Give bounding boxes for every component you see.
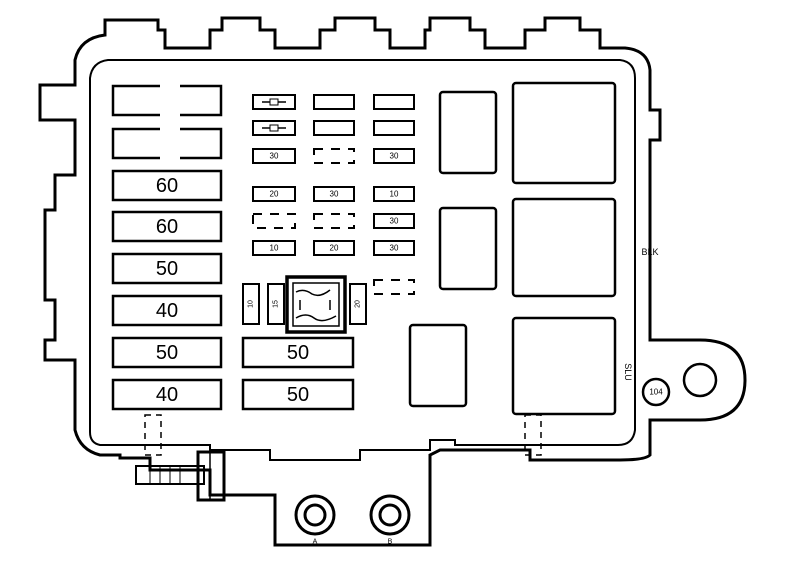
relay-small [438, 206, 498, 291]
large-fuse [111, 336, 223, 369]
large-fuse [111, 294, 223, 327]
circle-callout-number: 104 [649, 388, 663, 397]
bottom-terminals: A B [294, 494, 411, 546]
mini-fuse [373, 186, 415, 202]
terminal-b-label: B [388, 539, 393, 546]
circle-callout [641, 377, 671, 407]
central-relay-inner [292, 282, 340, 327]
mini-fuse-rating: 30 [270, 152, 279, 161]
mini-fuse-rating: 30 [390, 217, 399, 226]
mini-fuse-rating: 10 [270, 244, 279, 253]
stud-bolt [135, 450, 226, 502]
large-fuse-rating: 40 [156, 300, 178, 322]
mini-fuse [252, 240, 296, 256]
large-fuse-rating: 60 [156, 175, 178, 197]
mini-fuse [313, 120, 355, 136]
mini-fuse [313, 240, 355, 256]
mini-fuse [252, 148, 296, 164]
vertical-fuse-rating: 20 [355, 300, 362, 308]
large-fuse [111, 210, 223, 243]
mini-fuse-rating: 20 [330, 244, 339, 253]
mini-fuses: 30 30 20 30 10 30 10 20 30 [252, 94, 415, 295]
relay-small [438, 90, 498, 175]
connector-marks [144, 414, 542, 456]
stud-bolt-nut [196, 450, 226, 502]
fuse-box-housing-outer [38, 16, 747, 547]
mini-fuse [252, 186, 296, 202]
large-fuse [241, 378, 355, 411]
mini-fuse-empty [313, 213, 355, 229]
large-fuse [111, 127, 223, 160]
central-relay-contacts [295, 289, 337, 322]
large-fuse-rating: 50 [156, 342, 178, 364]
relays [408, 81, 617, 416]
large-fuse [111, 252, 223, 285]
vertical-fuse-rating: 10 [248, 300, 255, 308]
mini-fuse [373, 148, 415, 164]
relay-large [511, 316, 617, 416]
vertical-fuse [242, 283, 260, 325]
terminal-a-inner [303, 503, 327, 527]
central-relay [285, 275, 347, 334]
central-relay-outer [285, 275, 347, 334]
relay-large [511, 81, 617, 185]
vertical-fuse [267, 283, 285, 325]
relay-small [408, 323, 468, 408]
large-fuse [241, 336, 355, 369]
mini-fuse [373, 240, 415, 256]
mini-fuse-rating: 30 [390, 244, 399, 253]
large-fuse-rating: 50 [287, 384, 309, 406]
large-fuse [111, 169, 223, 202]
terminal-b-outer [369, 494, 411, 536]
mini-fuse [373, 120, 415, 136]
mini-fuse-rating: 30 [330, 190, 339, 199]
mini-fuse-rating: 20 [270, 190, 279, 199]
mini-fuse-empty [252, 213, 296, 229]
mini-fuse-empty [373, 279, 415, 295]
fuse-element-symbol [269, 124, 279, 132]
vertical-fuse-rating: 15 [273, 300, 280, 308]
vertical-fuses: 10 15 20 [242, 283, 367, 325]
mini-fuse [373, 213, 415, 229]
mini-fuse [313, 94, 355, 110]
large-fuse [111, 378, 223, 411]
connector-mark [144, 414, 162, 456]
mini-fuse-rating: 30 [390, 152, 399, 161]
blk-label: BLK [641, 247, 658, 257]
mini-fuse [252, 120, 296, 136]
mini-fuse [373, 94, 415, 110]
large-fuse [111, 84, 223, 117]
slu-label: SLU [623, 363, 633, 381]
vertical-fuse [349, 283, 367, 325]
large-fuse-rating: 40 [156, 384, 178, 406]
large-fuse-rating: 60 [156, 216, 178, 238]
terminal-a-outer [294, 494, 336, 536]
fuse-element-symbol [269, 98, 279, 106]
large-fuses-left: 60 60 50 40 50 40 [111, 84, 223, 411]
terminal-b-inner [378, 503, 402, 527]
mini-fuse [313, 186, 355, 202]
fuse-box-housing-inner [89, 59, 636, 461]
mini-fuse-empty [313, 148, 355, 164]
relay-large [511, 197, 617, 298]
large-fuse-rating: 50 [156, 258, 178, 280]
terminal-a-label: A [313, 539, 318, 546]
mini-fuse-rating: 10 [390, 190, 399, 199]
large-fuse-rating: 50 [287, 342, 309, 364]
mini-fuse [252, 94, 296, 110]
large-fuses-mid: 50 50 [241, 336, 355, 411]
mounting-hole [682, 362, 718, 398]
connector-mark [524, 414, 542, 456]
